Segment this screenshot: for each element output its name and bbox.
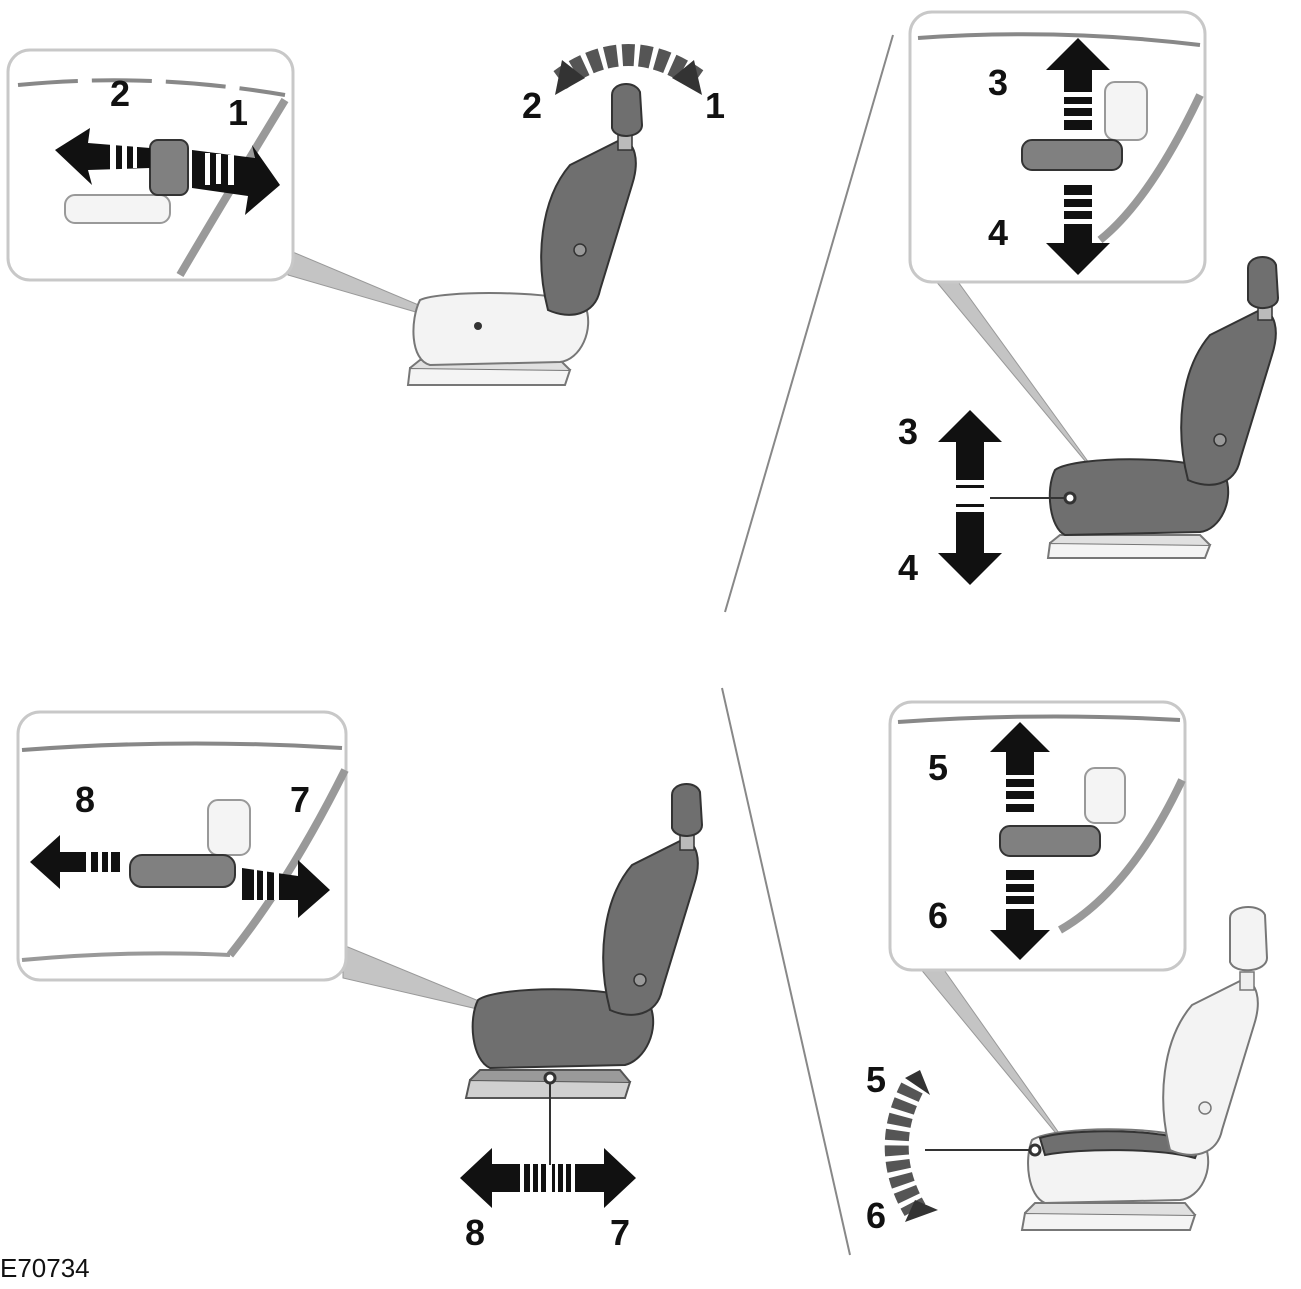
arrow-up-icon [938,410,1002,480]
label-6: 6 [866,1195,886,1236]
label-4-inset: 4 [988,212,1008,253]
control-point [1028,1143,1042,1157]
headrest [1229,906,1269,972]
tilt-arc-arrow-icon [884,1070,938,1222]
label-5: 5 [866,1059,886,1100]
label-4: 4 [898,547,918,588]
arrow-down-icon [1046,185,1110,275]
label-3-inset: 3 [988,62,1008,103]
callout-box [16,710,348,982]
headrest [611,83,644,137]
seat-illustration [406,83,644,386]
label-7-inset: 7 [290,779,310,820]
control-point [543,1071,557,1085]
headrest [671,783,704,837]
label-2-inset: 2 [110,73,130,114]
arrow-left-icon [30,835,120,889]
headrest-tilt-arrow-icon [553,44,705,95]
arrow-right-icon [192,145,280,215]
figure-code: E70734 [0,1253,90,1283]
label-3: 3 [898,411,918,452]
arrow-down-icon [990,870,1050,960]
seat-illustration [990,256,1280,559]
label-7: 7 [610,1212,630,1253]
arrow-left-icon [460,1148,548,1208]
switch-knob [149,139,189,196]
panel-top-right: 3 4 3 4 [898,10,1280,588]
switch-knob [1021,139,1123,171]
arrow-down-icon [938,515,1002,585]
panel-top-left: 2 1 2 1 [6,44,725,386]
control-point [1063,491,1077,505]
label-1-inset: 1 [228,92,248,133]
panel-bottom-left: 8 7 8 7 [16,710,704,1253]
panel-bottom-right: 5 6 5 6 [866,700,1269,1236]
callout-pointer [923,267,1106,486]
seat-illustration [925,906,1269,1231]
label-5-inset: 5 [928,747,948,788]
label-1-headrest: 1 [705,85,725,126]
label-2-headrest: 2 [522,85,542,126]
switch-knob [129,854,236,888]
seat-illustration [464,783,704,1165]
divider-bottom [721,687,851,1256]
arrow-up-icon [1046,38,1110,130]
arrow-up-icon [990,722,1050,812]
headrest [1247,256,1280,309]
control-point [474,322,482,330]
callout-pointer [903,949,1079,1161]
arrow-left-icon [55,128,150,185]
label-6-inset: 6 [928,895,948,936]
label-8: 8 [465,1212,485,1253]
label-8-inset: 8 [75,779,95,820]
arrow-right-icon [552,1148,636,1208]
switch-knob [999,825,1101,857]
divider-top [724,34,894,613]
